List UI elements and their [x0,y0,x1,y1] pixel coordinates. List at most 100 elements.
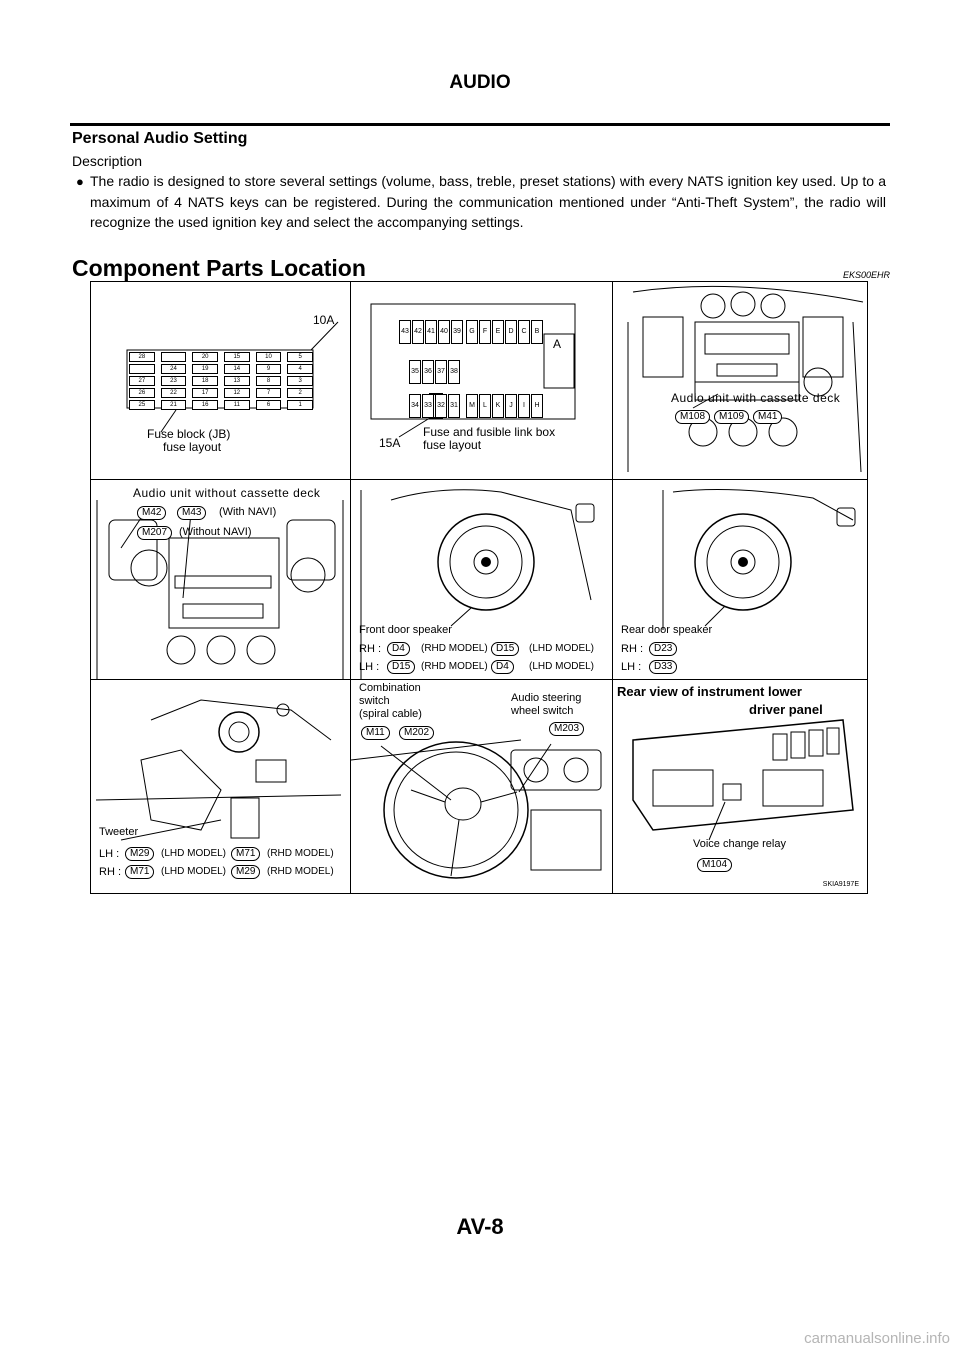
connector-d15: D15 [491,642,520,656]
fuse-cell: 11 [223,400,250,410]
model-label: (RHD MODEL) [421,661,488,672]
fuse-cell: M [466,394,478,418]
fuse-block-label-2: fuse layout [163,440,222,454]
bullet-icon: ● [76,174,84,189]
rear-view-title-2: driver panel [749,702,823,717]
connector-m109: M109 [714,410,750,424]
description-paragraph: The radio is designed to store several s… [90,173,886,230]
fuse-cell: J [505,394,517,418]
model-label: (RHD MODEL) [421,643,488,654]
fuse-cell: 34 [409,394,421,418]
with-navi-label: (With NAVI) [219,506,277,518]
fuse-cell: 27 [129,376,155,386]
model-label: (RHD MODEL) [267,866,334,877]
fuse-cell: 19 [192,364,218,374]
fuse-cell: 35 [409,360,421,384]
combination-label-3: (spiral cable) [359,708,422,720]
grid-line [612,282,613,893]
fuse-cell: 32 [435,394,447,418]
fusible-link-label-2: fuse layout [423,438,482,452]
connector-m202: M202 [399,726,435,740]
fuse-cell: 37 [435,360,447,384]
fuse-cell: 26 [129,388,155,398]
watermark: carmanualsonline.info [804,1330,950,1347]
front-rh-label: RH : [359,643,381,655]
steering-switch-label: Audio steering [511,692,582,704]
fuse-cell: 23 [160,376,187,386]
connector-m11: M11 [361,726,390,740]
fuse-cell: 8 [255,376,282,386]
fuse-cell: 43 [399,320,411,344]
steering-wheel-drawing [351,739,602,879]
panel-front-speaker: Front door speaker RH : D4 (RHD MODEL) D… [351,480,612,679]
front-speaker-label: Front door speaker [359,624,452,636]
tweeter-rh-label: RH : [99,866,121,878]
fuse-cell: F [479,320,491,344]
fuse-cell: 6 [255,400,282,410]
without-navi-label: (Without NAVI) [179,526,252,538]
model-label: (LHD MODEL) [529,661,595,672]
audio-cassette-drawing [627,285,864,473]
connector-d15: D15 [387,660,416,674]
tweeter-lh-label: LH : [99,848,120,860]
fuse-cell: 13 [223,376,250,386]
fuse-cell: 3 [287,376,313,386]
fuse-cell: 10 [255,352,282,362]
steering-switch-label-2: wheel switch [511,705,574,717]
fuse-cell: 4 [287,364,313,374]
component-title: Component Parts Location [72,255,366,281]
fuse-amp-label: 10A [313,313,335,327]
connector-m29: M29 [125,847,155,861]
model-label: (RHD MODEL) [267,848,334,859]
section-title: Personal Audio Setting [72,130,248,147]
fusible-link-label: Fuse and fusible link box [423,425,556,439]
rear-lh-label: LH : [621,661,642,673]
connector-m41: M41 [753,410,783,424]
connector-m203: M203 [549,722,585,736]
page-number: AV-8 [456,1214,504,1239]
instrument-panel-drawing [632,719,854,841]
rear-speaker-drawing [662,489,856,630]
fuse-cell: C [518,320,530,344]
header-rule [70,123,890,126]
model-label: (LHD MODEL) [529,643,595,654]
fuse-cell: 31 [448,394,460,418]
fuse-cell: G [466,320,478,344]
panel-tweeter: Tweeter LH : M29 (LHD MODEL) M71 (RHD MO… [91,680,350,893]
audio-no-cassette-label: Audio unit without cassette deck [133,486,321,500]
component-code: EKS00EHR [842,270,890,280]
fuse-cell: 39 [451,320,463,344]
fuse-cell: 40 [438,320,450,344]
connector-m71: M71 [231,847,261,861]
fuse-cell: 16 [192,400,218,410]
rear-view-title: Rear view of instrument lower [617,684,802,699]
fuse-cell: 7 [255,388,282,398]
section-subheading: Description [72,153,143,169]
connector-d33: D33 [649,660,678,674]
fuse-block-drawing [126,321,339,433]
fuse-cell [160,352,187,362]
fuse-cell: K [492,394,504,418]
fuse-cell: 24 [160,364,187,374]
fuse-cell: 33 [422,394,434,418]
panel-audio-no-cassette: Audio unit without cassette deck M42 M43… [91,480,350,679]
fuse-cell: 28 [129,352,155,362]
fuse-box-a-label: A [553,337,562,351]
grid-line [91,479,867,480]
fuse-cell: H [531,394,543,418]
fuse-cell: 38 [448,360,460,384]
combination-label: Combination [359,682,421,694]
fuse-cell: 9 [255,364,282,374]
combination-label-2: switch [359,695,390,707]
model-label: (LHD MODEL) [161,848,227,859]
fuse-cell: 21 [160,400,187,410]
